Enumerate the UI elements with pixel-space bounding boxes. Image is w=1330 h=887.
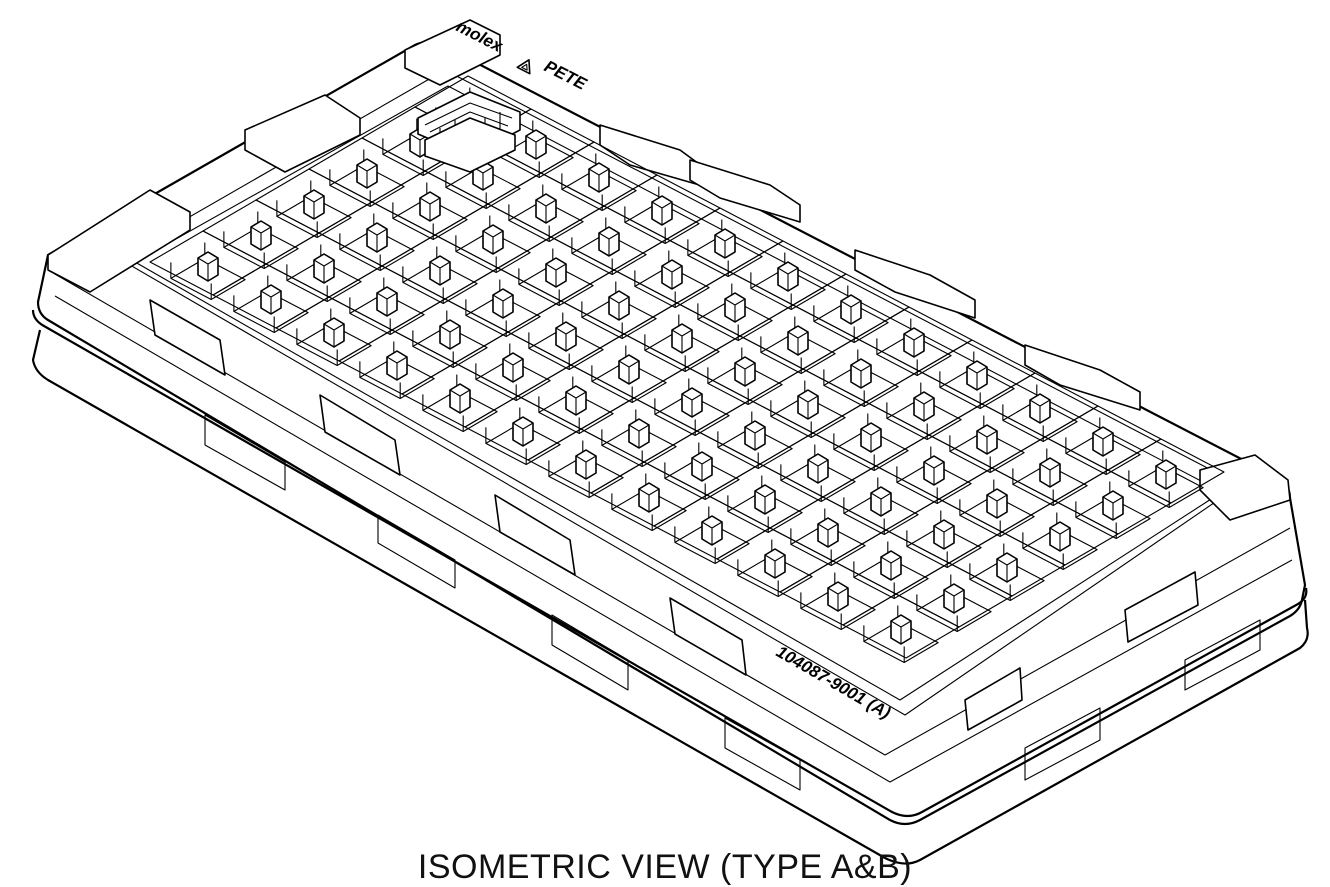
cavity-pocket [550,205,668,276]
cavity-pocket [202,199,320,270]
cavity-pocket [653,494,771,565]
cavity-pocket [855,306,973,377]
cavity-pocket [560,269,678,340]
cavity-pocket [517,364,635,435]
cavity-pocket [633,366,751,437]
cavity-pocket [716,527,834,598]
rim-lugs-back [47,19,501,293]
cavity-pocket [507,300,625,371]
cavity-pocket [938,467,1056,538]
cavity-pocket [832,529,950,600]
cavity-pocket [842,593,960,664]
cavity-pocket [265,232,383,303]
cavity-pocket [1107,438,1225,509]
cavity-pocket [643,430,761,501]
cavity-pocket [895,562,1013,633]
cavity-pocket [487,172,605,243]
cavity-pocket [444,267,562,338]
cavity-grid [149,75,1225,664]
cavity-pocket [527,428,645,499]
cavity-pocket [812,401,930,472]
cavity-pocket [613,238,731,309]
cavity-pocket [580,397,698,468]
cavity-pocket [381,234,499,305]
recycle-icon [516,59,531,75]
cavity-pocket [454,331,572,402]
cavity-pocket [1001,500,1119,571]
cavity-pocket [275,296,393,367]
cavity-pocket [371,170,489,241]
cavity-pocket [623,302,741,373]
connector-part [417,91,521,173]
cavity-pocket [875,434,993,505]
cavity-pocket [540,141,658,212]
part-number-text: 104087-9001 (A) [773,642,894,723]
cavity-pocket [212,263,330,334]
cavity-pocket [686,335,804,406]
tray-front-wall-lower [54,295,1293,783]
cavity-pocket [706,463,824,534]
cavity-pocket [676,271,794,342]
cavity-pocket [802,337,920,408]
cavity-pocket [865,370,983,441]
cavity-pocket [1054,469,1172,540]
tray-side-windows [204,414,1261,791]
cavity-pocket [590,461,708,532]
cavity-pocket [255,168,373,239]
tray-stack-seam [31,309,1308,818]
cavity-pocket [779,560,897,631]
view-caption: ISOMETRIC VIEW (TYPE A&B) [417,848,913,886]
tray-base-lower-outline [31,329,1309,865]
cavity-pocket [328,265,446,336]
cavity-pocket [391,298,509,369]
cavity-pocket [759,432,877,503]
rim-lugs-front [149,299,1199,731]
cavity-pocket [696,399,814,470]
cavity-pocket [401,362,519,433]
cavity-pocket [729,240,847,311]
cavity-pocket [749,368,867,439]
cavity-pocket [1044,405,1162,476]
cavity-pocket [792,273,910,344]
cavity-pocket [149,230,267,301]
cavity-pocket [822,465,940,536]
material-text: PETE [541,57,590,94]
cavity-pocket [885,498,1003,569]
cavity-pocket [948,531,1066,602]
cavity-pocket [991,436,1109,507]
cavity-pocket [769,496,887,567]
cavity-pocket [918,339,1036,410]
cavity-pocket [434,203,552,274]
cavity-pocket [570,333,688,404]
cavity-pocket [928,403,1046,474]
cavity-pocket [497,236,615,307]
cavity-pocket [666,207,784,278]
cavity-pocket [318,201,436,272]
cavity-pocket [739,304,857,375]
cavity-pocket [464,395,582,466]
